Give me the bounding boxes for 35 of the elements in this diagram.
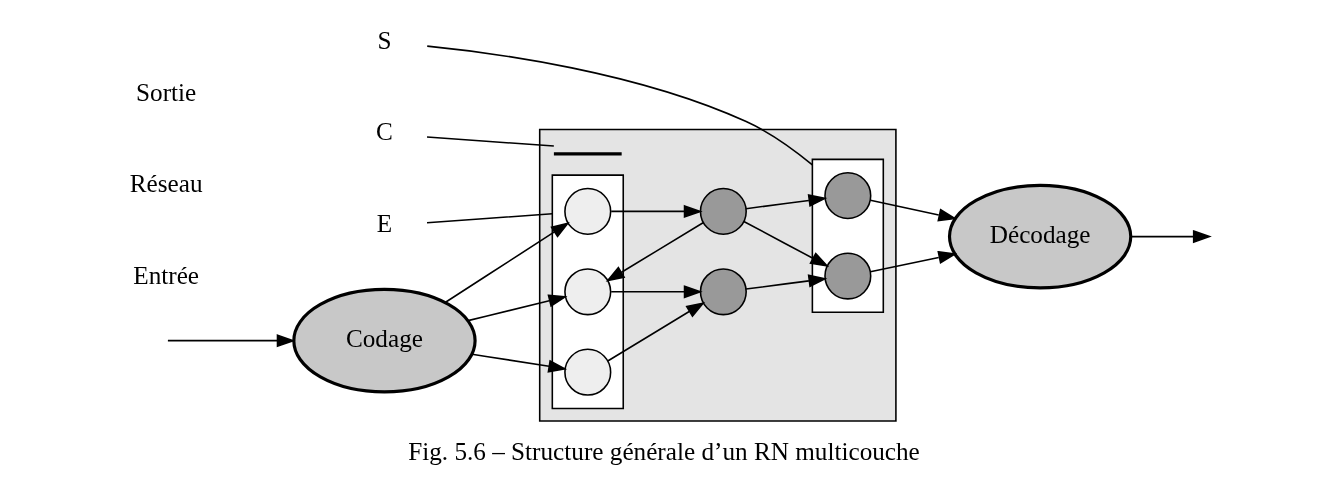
node-circle: [563, 348, 611, 396]
arrow: [742, 220, 829, 267]
node-text: C: [375, 118, 393, 146]
arrow: [744, 193, 827, 210]
node-circle: [823, 252, 871, 300]
arrow: [470, 353, 567, 373]
node-circle: [699, 268, 747, 316]
node-text: S: [376, 26, 391, 54]
arrow: [166, 334, 296, 348]
arrow: [869, 250, 957, 273]
node-text: E: [376, 209, 392, 237]
cluster: [811, 158, 884, 314]
node-ellipse: Décodage: [947, 183, 1132, 290]
arrow: [444, 222, 570, 303]
connector: [425, 213, 553, 224]
label: Réseau: [129, 170, 203, 198]
arrow: [1129, 230, 1212, 244]
arrow: [605, 221, 704, 282]
arrow: [609, 204, 703, 219]
node-ellipse: Codage: [291, 287, 477, 394]
label: Entrée: [132, 261, 199, 289]
label: Sortie: [135, 78, 196, 106]
arrow: [744, 274, 827, 290]
cluster: [538, 128, 897, 422]
arrow: [466, 294, 567, 322]
arrow: [609, 285, 703, 299]
node-bracket: [553, 152, 622, 156]
arrow: [869, 199, 957, 222]
arrow: [606, 301, 705, 362]
node-circle: [699, 187, 747, 236]
node-circle: [823, 172, 871, 220]
connector: [425, 45, 813, 166]
node-circle: [563, 268, 611, 316]
node-circle: [563, 187, 611, 236]
caption: Fig. 5.6 – Structure générale d’un RN multicouche: [407, 438, 920, 466]
